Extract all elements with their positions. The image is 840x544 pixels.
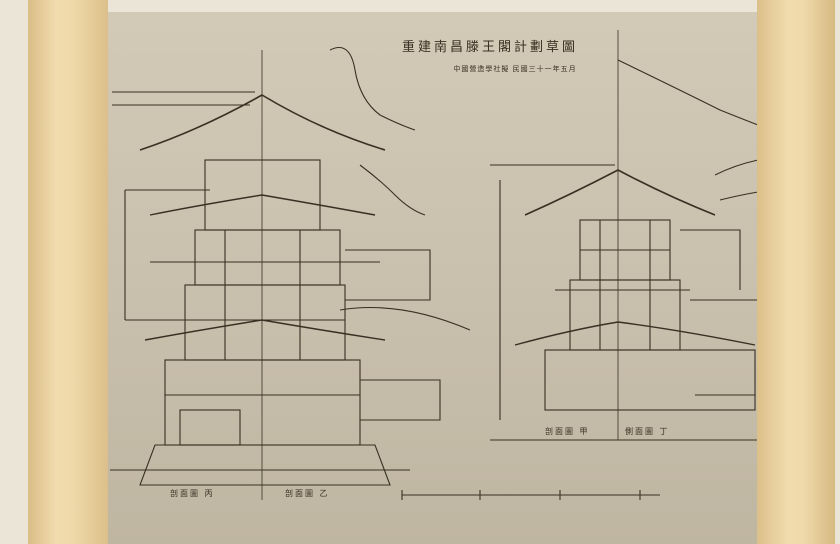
label-section-b: 剖面圖 乙 <box>285 489 330 498</box>
left-wooden-roller <box>28 0 108 544</box>
label-section-a: 剖面圖 甲 <box>545 427 590 436</box>
drawing-title: 重建南昌滕王閣計劃草圖 <box>401 40 578 55</box>
right-wooden-roller <box>757 0 835 544</box>
drawing-subtitle: 中國營造學社擬 民國三十一年五月 <box>453 65 577 73</box>
label-side-d: 側面圖 丁 <box>625 427 670 436</box>
label-section-c: 剖面圖 丙 <box>170 489 215 498</box>
